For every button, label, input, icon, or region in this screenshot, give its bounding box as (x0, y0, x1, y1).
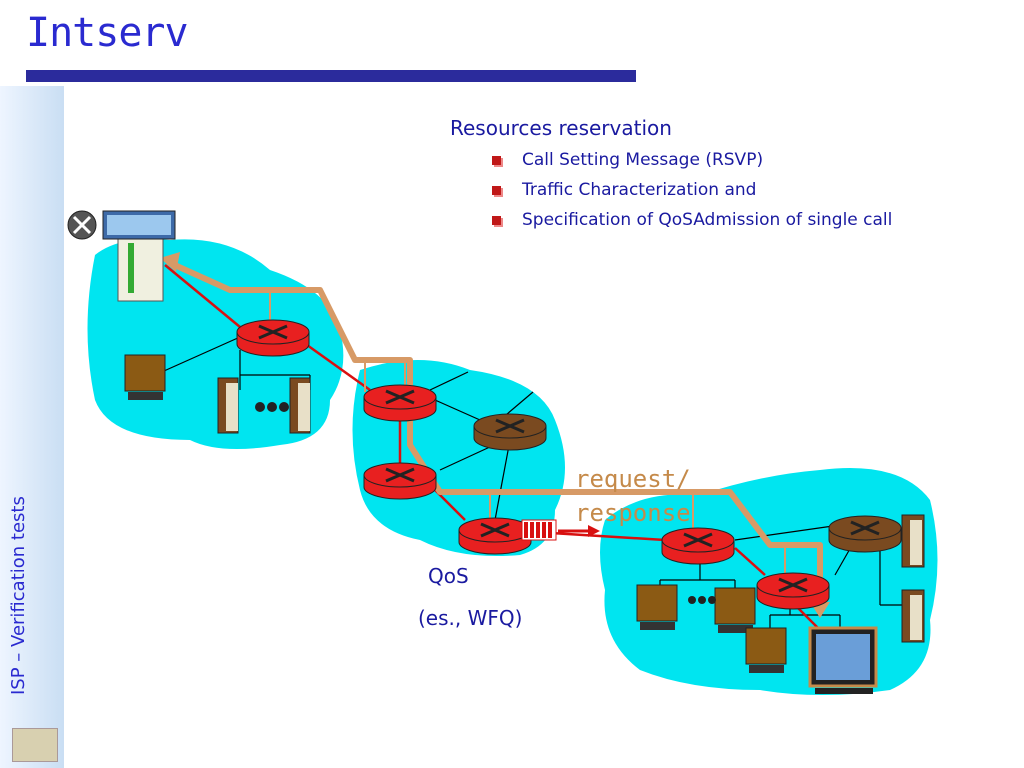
router-icon (236, 319, 310, 357)
sender-host-icon (67, 210, 176, 302)
router-icon (363, 384, 437, 422)
slide-title: Intserv (26, 10, 189, 56)
router-icon (661, 527, 735, 565)
router-icon (473, 413, 547, 451)
server-tower-icon (217, 377, 925, 643)
bullet-item-2: Traffic Characterization and (491, 180, 892, 200)
bullet-list: Resources reservation Call Setting Messa… (450, 116, 892, 240)
router-icon (363, 462, 437, 500)
corner-logo-icon (12, 728, 58, 762)
wfq-label: (es., WFQ) (418, 606, 523, 630)
router-icon (756, 572, 830, 610)
response-label: response (575, 499, 691, 527)
router-icon (458, 517, 532, 555)
pc-monitor-icon (124, 354, 787, 673)
title-underline (26, 70, 636, 82)
router-icon (828, 515, 902, 553)
receiver-display-icon (808, 626, 878, 694)
request-label: request/ (575, 465, 691, 493)
sidebar-band (0, 86, 64, 768)
bullet-item-1: Call Setting Message (RSVP) (491, 150, 892, 170)
bullet-item-3: Specification of QoSAdmission of single … (491, 210, 893, 230)
bullet-heading: Resources reservation (450, 116, 672, 140)
wfq-queue (521, 519, 600, 541)
qos-label: QoS (428, 564, 469, 588)
ellipsis-dots (255, 402, 716, 604)
